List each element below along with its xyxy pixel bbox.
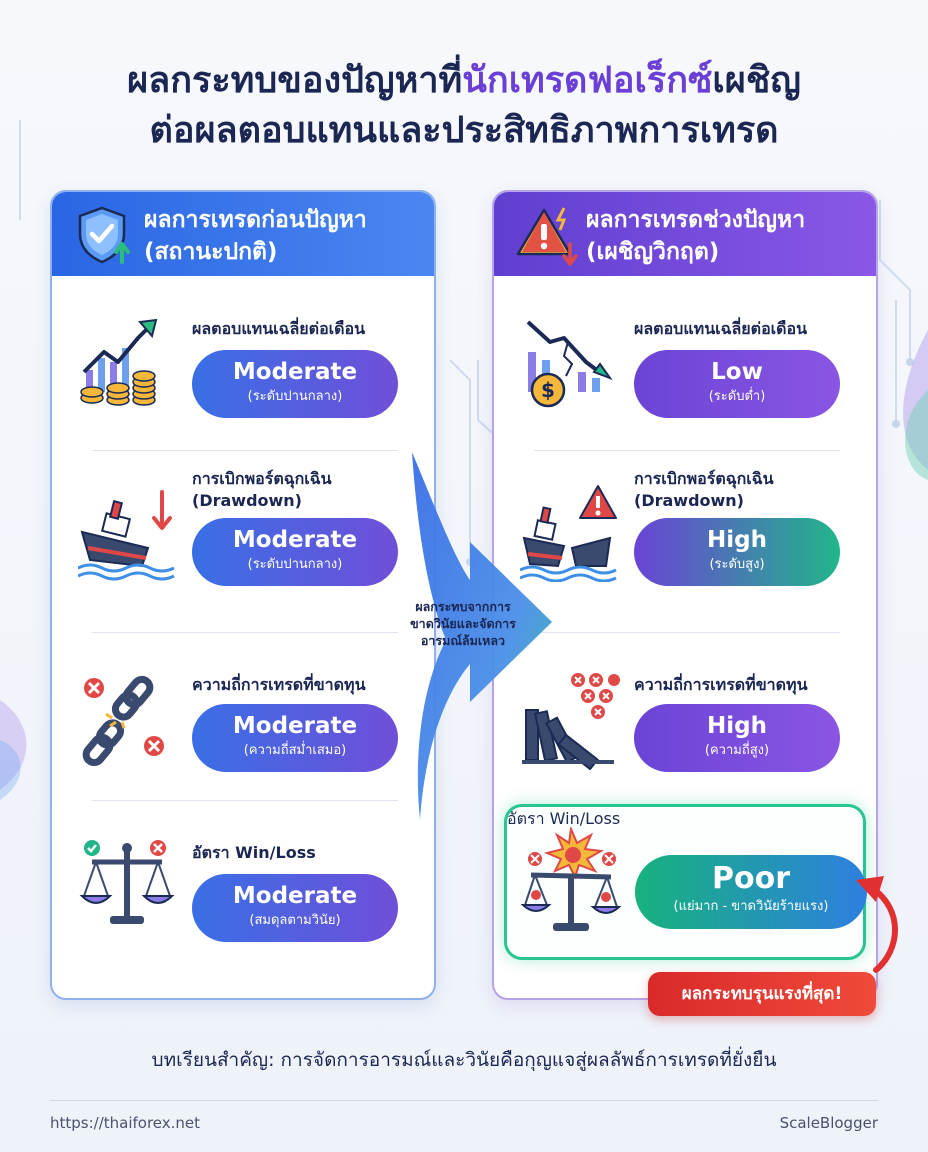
value-text: Moderate [232,883,358,909]
before-card-header: ผลการเทรดก่อนปัญหา (สถานะปกติ) [52,192,434,276]
growth-coins-icon [80,318,158,406]
value-detail: (ระดับต่ำ) [708,389,766,404]
footer-divider [50,1100,878,1101]
divider [92,632,398,633]
before-return-value-badge: Moderate (ระดับปานกลาง) [192,350,398,418]
before-metric-win-loss: อัตรา Win/Loss Moderate (สมดุลตามวินัย) [52,828,434,998]
wrecked-ship-icon [520,485,617,582]
value-text: Moderate [232,359,358,385]
during-drawdown-value-badge: High (ระดับสูง) [634,518,840,586]
source-link[interactable]: https://thaiforex.net [50,1114,201,1132]
metric-label: ผลตอบแทนเฉลี่ยต่อเดือน [192,319,366,338]
divider [534,450,840,451]
shield-check-icon [78,206,130,264]
during-win-loss-highlight: อัตรา Win/Loss Poor (แย่มาก - ขาดวินัยร้… [504,804,867,960]
metric-label: ผลตอบแทนเฉลี่ยต่อเดือน [634,319,808,338]
before-metric-loss-frequency: ความถี่การเทรดที่ขาดทุน Moderate (ความถี… [52,660,434,840]
balance-scale-icon [79,840,175,924]
value-detail: (แย่มาก - ขาดวินัยร้ายแรง) [673,899,829,914]
metric-label: การเบิกพอร์ตฉุกเฉิน (Drawdown) [634,469,774,510]
divider [92,800,398,801]
value-text: Poor [711,861,790,896]
during-card-header: ผลการเทรดช่วงปัญหา (เผชิญวิกฤต) [494,192,876,276]
exploding-scale-icon [521,827,621,931]
during-loss-frequency-value-badge: High (ความถี่สูง) [634,704,840,772]
value-text: High [707,527,767,553]
brand-name: ScaleBlogger [779,1114,878,1132]
during-return-value-badge: Low (ระดับต่ำ) [634,350,840,418]
before-win-loss-value-badge: Moderate (สมดุลตามวินัย) [192,874,398,942]
during-win-loss-value-badge: Poor (แย่มาก - ขาดวินัยร้ายแรง) [635,855,867,929]
before-card-subtitle: (สถานะปกติ) [144,239,278,265]
divider [534,632,840,633]
svg-text:$: $ [541,378,555,402]
value-detail: (ระดับสูง) [709,557,765,572]
value-detail: (ระดับปานกลาง) [247,389,343,404]
value-text: Moderate [232,527,358,553]
title-line-1: ผลกระทบของปัญหาที่นักเทรดฟอเร็กซ์เผชิญ [127,60,801,101]
during-card-subtitle: (เผชิญวิกฤต) [586,239,720,265]
during-problem-card: ผลการเทรดช่วงปัญหา (เผชิญวิกฤต) $ ผลตอบแ… [492,190,878,1000]
falling-chart-icon: $ [526,320,613,408]
title-line-2: ต่อผลตอบแทนและประสิทธิภาพการเทรด [149,110,779,151]
metric-label: อัตรา Win/Loss [192,843,316,862]
page-title: ผลกระทบของปัญหาที่นักเทรดฟอเร็กซ์เผชิญ ต… [0,56,928,156]
during-metric-drawdown: การเบิกพอร์ตฉุกเฉิน (Drawdown) High (ระด… [494,468,876,648]
before-drawdown-value-badge: Moderate (ระดับปานกลาง) [192,518,398,586]
divider [92,450,398,451]
value-detail: (ระดับปานกลาง) [247,557,343,572]
value-text: High [707,713,767,739]
key-lesson: บทเรียนสำคัญ: การจัดการอารมณ์และวินัยคือ… [151,1049,777,1071]
transition-label: ผลกระทบจากการ ขาดวินัยและจัดการ อารมณ์ล้… [410,599,516,648]
before-metric-monthly-return: ผลตอบแทนเฉลี่ยต่อเดือน Moderate (ระดับปา… [52,304,434,484]
before-card-title: ผลการเทรดก่อนปัญหา [144,207,367,233]
value-detail: (ความถี่สม่ำเสมอ) [243,743,347,758]
metric-label: การเบิกพอร์ตฉุกเฉิน (Drawdown) [192,469,332,510]
broken-chain-icon [82,675,164,767]
dominoes-icon [522,673,620,770]
value-text: Low [711,359,763,385]
before-metric-drawdown: การเบิกพอร์ตฉุกเฉิน (Drawdown) Moderate … [52,468,434,648]
before-loss-frequency-value-badge: Moderate (ความถี่สม่ำเสมอ) [192,704,398,772]
value-text: Moderate [232,713,358,739]
most-severe-impact-callout: ผลกระทบรุนแรงที่สุด! [648,972,876,1016]
during-card-title: ผลการเทรดช่วงปัญหา [586,207,806,233]
during-metric-monthly-return: $ ผลตอบแทนเฉลี่ยต่อเดือน Low (ระดับต่ำ) [494,304,876,484]
value-detail: (สมดุลตามวินัย) [249,913,341,928]
warning-icon [516,207,578,266]
value-detail: (ความถี่สูง) [704,743,770,758]
sinking-ship-icon [78,490,175,581]
title-accent: นักเทรดฟอเร็กซ์ [462,60,713,101]
metric-label: ความถี่การเทรดที่ขาดทุน [634,675,808,694]
metric-label: ความถี่การเทรดที่ขาดทุน [192,675,366,694]
before-problem-card: ผลการเทรดก่อนปัญหา (สถานะปกติ) ผลตอบแทนเ… [50,190,436,1000]
